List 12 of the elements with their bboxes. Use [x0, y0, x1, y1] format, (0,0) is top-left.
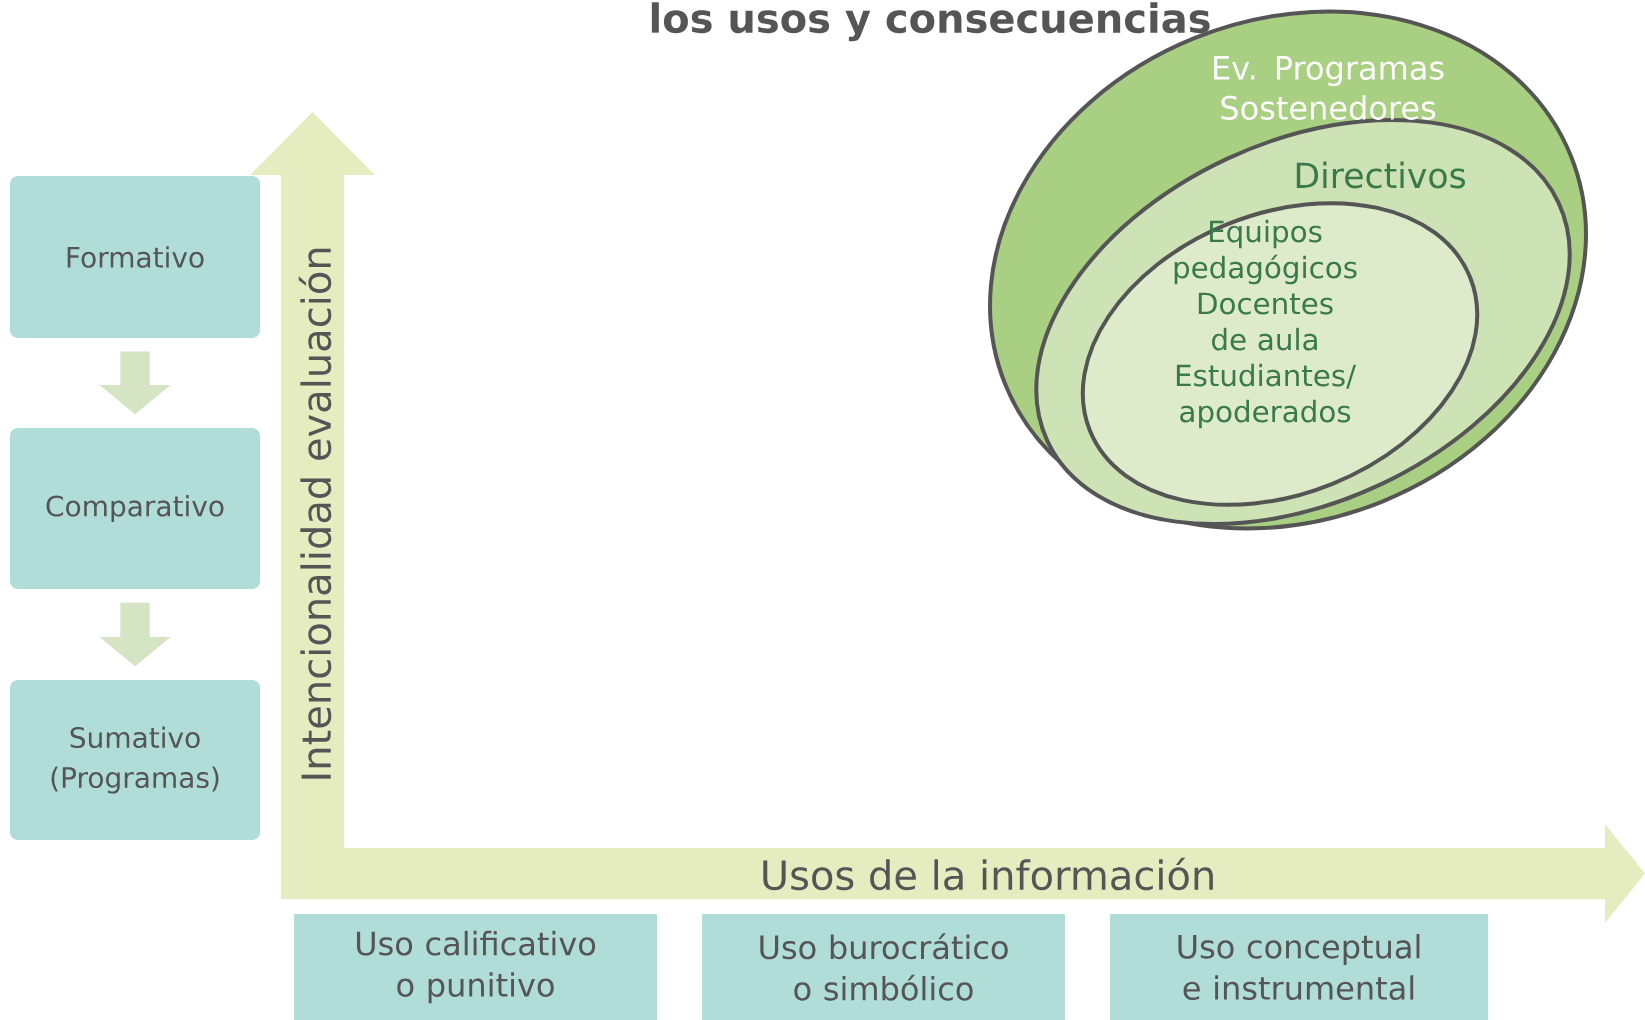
- text-box: Formativo: [10, 176, 260, 338]
- text-box: Comparativo: [10, 427, 260, 590]
- text-box: Uso burocrático o simbólico: [702, 914, 1065, 1020]
- ellipse-label: Directivos: [1296, 161, 1465, 189]
- text-box: Sumativo (Programas): [10, 680, 260, 840]
- text-box: Uso calificativo o punitivo: [294, 914, 657, 1020]
- text-box: Uso conceptual e instrumental: [1110, 914, 1488, 1020]
- title: los usos y consecuencias: [651, 2, 1210, 42]
- axis-label: Intencionalidad evaluación: [298, 248, 332, 779]
- ellipse-label: Ev. Programas Sostenedores: [1214, 56, 1444, 120]
- axis-label: Usos de la información: [763, 857, 1213, 891]
- ellipse-label: Equipos pedagógicos Docentes de aula Estudiantes/ apoderados: [1174, 219, 1357, 429]
